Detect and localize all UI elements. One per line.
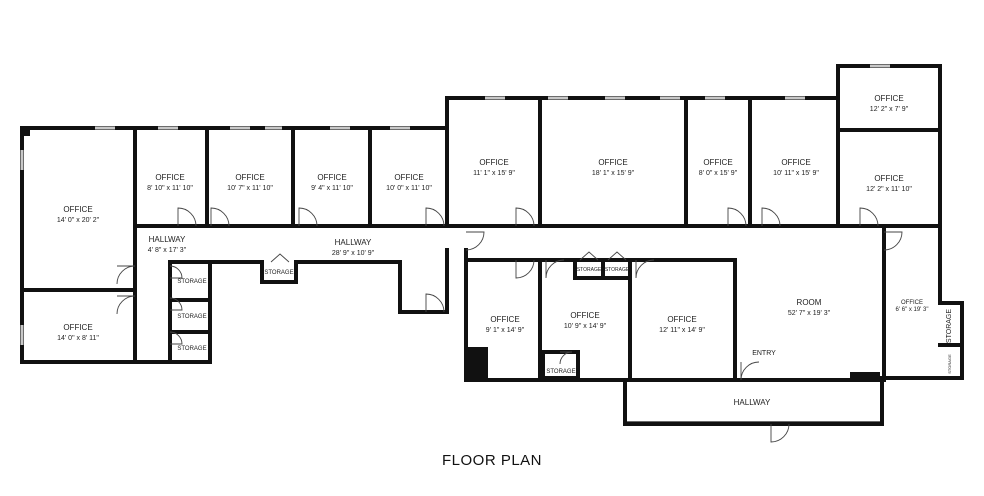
room-dims: 10' 0" x 11' 10" [386,185,432,192]
room-dims: 4' 8" x 17' 3" [148,247,187,254]
storage-label: STORAGE [177,279,206,285]
room-label: OFFICE [703,158,732,167]
room-label: OFFICE [874,94,903,103]
room-label: OFFICE [63,323,92,332]
plan-title: FLOOR PLAN [442,452,542,469]
room-dims: 8' 0" x 15' 9" [699,170,738,177]
room-labels: OFFICE 14' 0" x 20' 2" OFFICE 14' 0" x 8… [57,94,929,407]
column-block [466,347,488,380]
room-label: OFFICE [235,173,264,182]
room-dims: 18' 1" x 15' 9" [592,170,635,177]
room-dims: 10' 11" x 15' 9" [773,170,819,177]
outer-walls [20,64,964,426]
room-label: OFFICE [598,158,627,167]
room-dims: 12' 11" x 14' 9" [659,327,705,334]
room-dims: 10' 9" x 14' 9" [564,323,607,330]
room-dims: 28' 9" x 10' 9" [332,250,375,257]
room-label: OFFICE [490,315,519,324]
room-label: OFFICE [874,174,903,183]
interior-walls [20,96,964,382]
corner-block [22,128,30,136]
room-label: OFFICE [317,173,346,182]
storage-label: STORAGE [177,314,206,320]
room-label: OFFICE [667,315,696,324]
storage-labels: STORAGE STORAGE STORAGE STORAGE STORAGE … [177,267,953,375]
windows [20,64,890,345]
room-label: OFFICE [394,173,423,182]
room-label: OFFICE [781,158,810,167]
room-dims: 9' 1" x 14' 9" [486,327,525,334]
room-dims: 12' 2" x 7' 9" [870,106,909,113]
storage-label: STORAGE [947,354,952,374]
entry-label: ENTRY [752,350,776,357]
doors[interactable] [116,207,903,443]
storage-label: STORAGE [546,369,575,375]
storage-label: STORAGE [264,270,293,276]
column-block [850,372,880,380]
room-label: OFFICE [901,300,923,306]
room-dims: 14' 0" x 8' 11" [57,335,99,342]
room-label: OFFICE [479,158,508,167]
room-label: ROOM [797,298,822,307]
room-label: OFFICE [155,173,184,182]
storage-label: STORAGE [605,267,630,273]
room-dims: 6' 6" x 19' 3" [896,307,929,313]
room-dims: 8' 10" x 11' 10" [147,185,193,192]
room-label: HALLWAY [335,238,372,247]
room-dims: 52' 7" x 19' 3" [788,310,831,317]
room-label: HALLWAY [149,235,186,244]
room-label: OFFICE [63,205,92,214]
storage-label: STORAGE [177,346,206,352]
room-dims: 10' 7" x 11' 10" [227,185,273,192]
storage-label: STORAGE [946,309,953,343]
room-dims: 12' 2" x 11' 10" [866,186,912,193]
room-label: HALLWAY [734,398,771,407]
room-dims: 11' 1" x 15' 9" [473,170,515,177]
room-dims: 9' 4" x 11' 10" [311,185,353,192]
storage-label: STORAGE [577,267,602,273]
room-label: OFFICE [570,311,599,320]
room-dims: 14' 0" x 20' 2" [57,217,100,224]
